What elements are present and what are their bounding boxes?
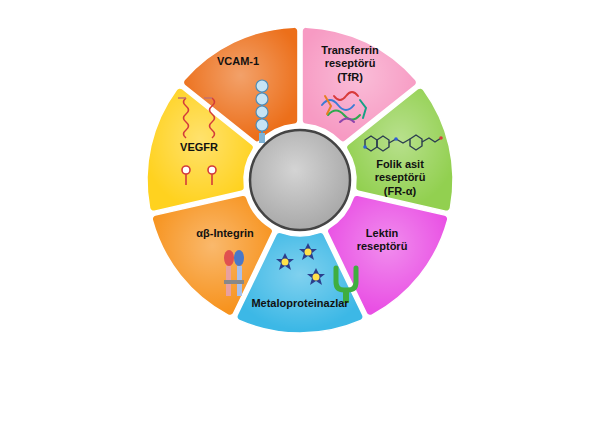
- sector-fill: [147, 88, 254, 211]
- sector-label-box: Lektin reseptörü: [339, 225, 425, 255]
- sector-label: Lektin reseptörü: [342, 227, 422, 253]
- sector-label-box: αβ-Integrin: [186, 225, 264, 242]
- sector-label-box: Metaloproteinazlar: [241, 295, 359, 312]
- transferrin-icon: [322, 92, 366, 122]
- sector-label: αβ-Integrin: [189, 227, 261, 240]
- sector-sheen: [147, 88, 254, 211]
- sector-label-box: VEGFR: [171, 139, 227, 156]
- sector-group: [147, 27, 453, 333]
- sector-label-box: Folik asit reseptörü (FR-α): [364, 156, 436, 200]
- sector-sheen: [346, 88, 453, 211]
- vcam-icon: [256, 80, 268, 143]
- sector-fill: [346, 88, 453, 211]
- sector-label: VCAM-1: [206, 55, 270, 68]
- sector-label-box: VCAM-1: [203, 53, 273, 70]
- sector-shape: [346, 88, 453, 211]
- sector-label-box: Transferrin reseptörü (TfR): [309, 42, 391, 86]
- sector-label: Folik asit reseptörü (FR-α): [367, 158, 433, 198]
- sector-label: VEGFR: [174, 141, 224, 154]
- sector-shape: [147, 88, 254, 211]
- sector-label: Transferrin reseptörü (TfR): [312, 44, 388, 84]
- folic-acid-icon: [363, 135, 443, 151]
- metalloproteinase-icon: [276, 243, 325, 285]
- sector-label: Metaloproteinazlar: [244, 297, 356, 310]
- integrin-icon: [224, 250, 244, 296]
- center-circle: [250, 130, 350, 230]
